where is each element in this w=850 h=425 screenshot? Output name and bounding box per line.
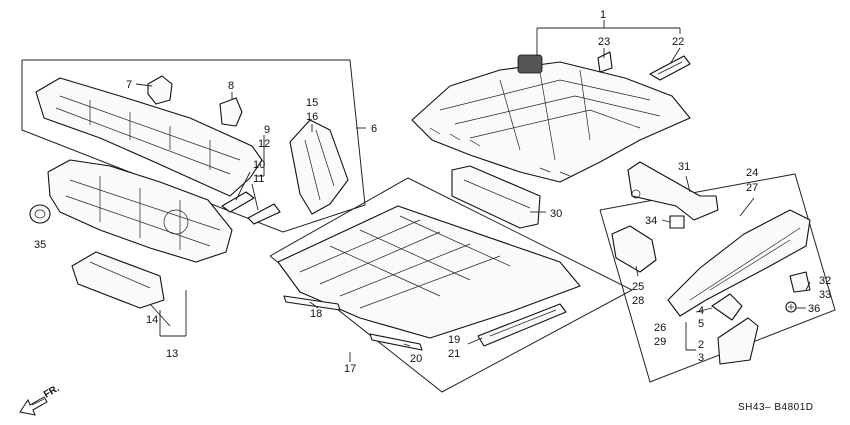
callout-3: 3 <box>698 352 704 364</box>
callout-11: 11 <box>253 173 264 185</box>
front-direction-arrow: FR. <box>19 383 62 416</box>
callout-14: 14 <box>146 314 158 326</box>
part-2-bracket <box>717 317 759 365</box>
part-32-clip <box>789 271 811 293</box>
callout-35: 35 <box>34 239 46 251</box>
callout-6: 6 <box>371 123 377 135</box>
callout-33: 33 <box>819 289 831 301</box>
part-31-bracket <box>627 161 719 221</box>
callout-25: 25 <box>632 281 644 293</box>
callout-17: 17 <box>344 363 356 375</box>
part-11-bracket <box>247 203 281 225</box>
callout-21: 21 <box>448 348 460 360</box>
callout-1: 1 <box>600 9 606 21</box>
callout-9: 9 <box>264 124 270 136</box>
part-14-crossmember <box>71 251 165 309</box>
part-25-bracket <box>611 225 657 273</box>
part-19-side-rail <box>477 303 567 347</box>
direction-label: FR. <box>42 383 62 401</box>
front-floor-pan <box>277 205 581 339</box>
callout-13: 13 <box>166 348 178 360</box>
diagram-code: SH43– B4801D <box>738 402 814 413</box>
callout-36: 36 <box>808 303 820 315</box>
callout-18: 18 <box>310 308 322 320</box>
callout-34: 34 <box>645 215 657 227</box>
group-17-frame <box>269 177 634 393</box>
callout-24: 24 <box>746 167 758 179</box>
callout-27: 27 <box>746 182 758 194</box>
callout-19: 19 <box>448 334 460 346</box>
part-22-bracket <box>649 55 691 81</box>
part-23-bracket <box>597 51 613 73</box>
callout-29: 29 <box>654 336 666 348</box>
part-20-sill <box>369 333 423 351</box>
part-15-pillar <box>289 119 349 215</box>
callout-20: 20 <box>410 353 422 365</box>
part-36-bolt <box>785 301 797 313</box>
callout-31: 31 <box>678 161 690 173</box>
floor-assembly <box>411 54 691 183</box>
callout-28: 28 <box>632 295 644 307</box>
callout-26: 26 <box>654 322 666 334</box>
callout-labels: 1 2 3 4 5 6 7 8 9 10 11 12 13 14 15 16 1… <box>34 9 831 375</box>
callout-16: 16 <box>306 111 318 123</box>
callout-15: 15 <box>306 97 318 109</box>
callout-4: 4 <box>698 305 704 317</box>
callout-10: 10 <box>253 159 265 171</box>
part-34-nut <box>669 215 685 229</box>
rear-bulkhead <box>47 159 233 263</box>
part-4-bracket <box>711 293 743 321</box>
part-7-clip <box>147 75 173 105</box>
callout-22: 22 <box>672 36 684 48</box>
part-8-clip <box>219 97 243 127</box>
callout-32: 32 <box>819 275 831 287</box>
callout-23: 23 <box>598 36 610 48</box>
callout-2: 2 <box>698 339 704 351</box>
part-30-crossmember <box>451 165 541 229</box>
callout-12: 12 <box>258 138 270 150</box>
callout-8: 8 <box>228 80 234 92</box>
callout-7: 7 <box>126 79 132 91</box>
rear-panel-assembly <box>35 77 263 197</box>
group-6-frame <box>21 59 366 233</box>
callout-30: 30 <box>550 208 562 220</box>
group-24-frame <box>599 173 836 383</box>
callout-5: 5 <box>698 318 704 330</box>
part-35-grommet <box>29 204 51 224</box>
rear-frame-rail <box>667 209 811 317</box>
leader-lines <box>135 20 811 362</box>
